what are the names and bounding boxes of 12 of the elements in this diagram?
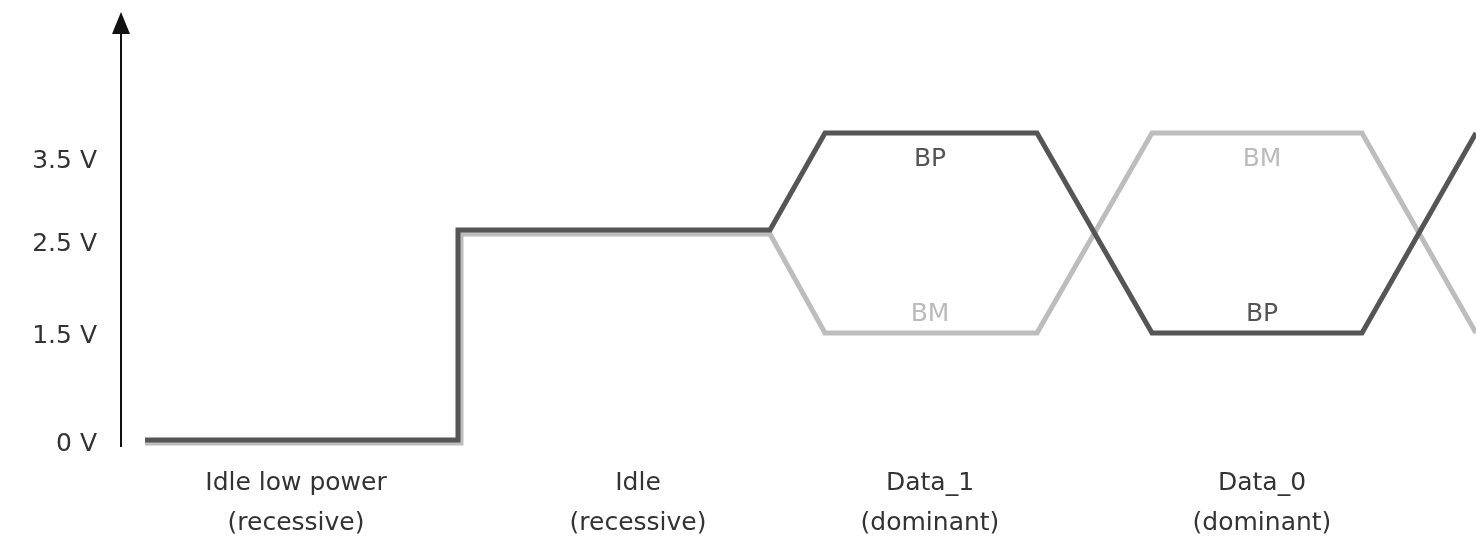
signal-label: BP (912, 142, 948, 174)
voltage-tick-label: 1.5 V (31, 319, 97, 351)
bus-state-label: Idle (recessive) (568, 466, 708, 537)
bus-state-label: Data_0 (dominant) (1191, 466, 1333, 537)
voltage-tick-label: 3.5 V (31, 144, 97, 176)
signal-label: BM (1241, 142, 1283, 174)
signal-label: BP (1244, 297, 1280, 329)
voltage-tick-label: 0 V (55, 427, 97, 459)
voltage-tick-label: 2.5 V (31, 227, 97, 259)
bus-state-label: Data_1 (dominant) (859, 466, 1001, 537)
bus-state-label: Idle low power (recessive) (204, 466, 388, 537)
signal-label: BM (909, 297, 951, 329)
